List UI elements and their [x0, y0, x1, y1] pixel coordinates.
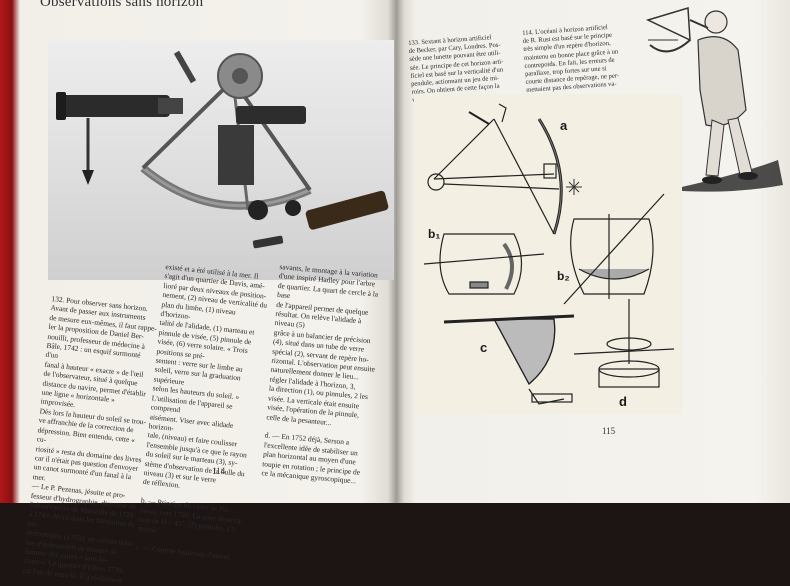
- sextant-photo: [48, 40, 394, 280]
- diagram-label-a: a: [560, 118, 568, 133]
- diagram-d: [573, 299, 675, 388]
- diagram-c: [443, 314, 575, 405]
- instrument-diagrams: a b₁ b₂ c: [423, 103, 675, 409]
- diagram-label-b2: b₂: [557, 269, 570, 283]
- sextant-illustration: [56, 50, 389, 249]
- diagram-label-c: c: [480, 340, 487, 355]
- diagram-label-b1: b₁: [428, 227, 440, 241]
- diagram-a: [427, 103, 563, 235]
- page-header: Observations sans horizon: [40, 0, 204, 10]
- sun-icon: [566, 179, 582, 195]
- diagram-b2: [563, 193, 665, 305]
- caption-114: 114. L'océani à horizon artificiel de R.…: [522, 24, 620, 102]
- navigator-engraving: [628, 0, 790, 200]
- text-column-3: savants, le montage à la variation d'une…: [261, 262, 379, 486]
- diagram-b1: [423, 233, 545, 295]
- page-number-left: 114: [212, 466, 226, 476]
- diagram-label-d: d: [619, 394, 627, 409]
- diagram-plate: a b₁ b₂ c: [414, 94, 682, 414]
- page-number-right: 115: [602, 426, 616, 436]
